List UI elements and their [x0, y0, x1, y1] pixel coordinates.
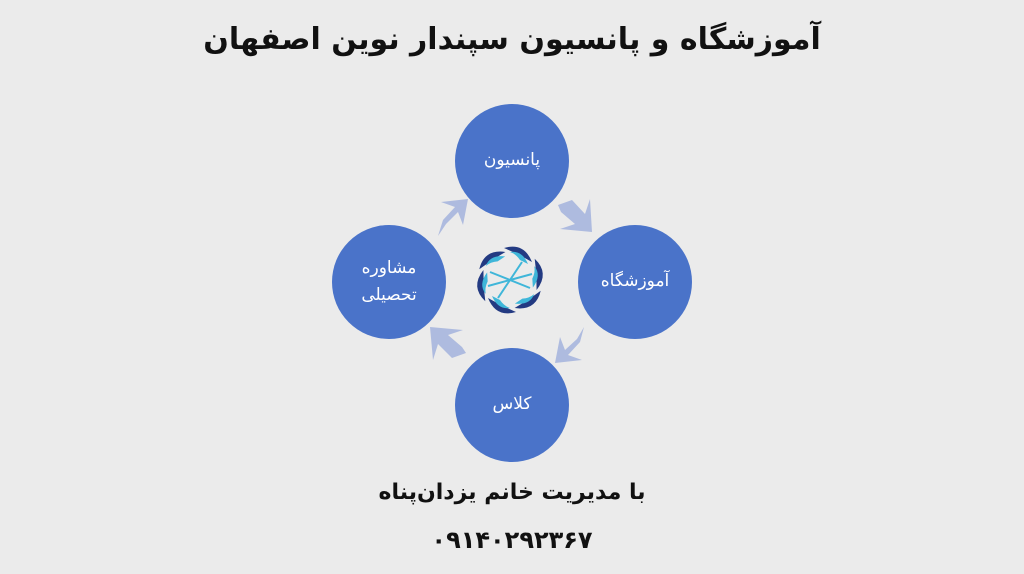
- node-counseling-label-line2: تحصیلی: [361, 285, 417, 305]
- node-institute: آموزشگاه: [578, 225, 692, 339]
- arrow-bottom-left: [430, 327, 466, 360]
- node-counseling: مشاوره تحصیلی: [332, 225, 446, 339]
- arrow-top-right: [558, 199, 592, 232]
- phone-number: ۰۹۱۴۰۲۹۲۳۶۷: [431, 526, 593, 554]
- page-title: آموزشگاه و پانسیون سپندار نوین اصفهان: [203, 22, 821, 57]
- arrow-right-bottom: [555, 327, 584, 363]
- manager-caption: با مدیریت خانم یزدان‌پناه: [378, 480, 646, 505]
- node-class-label: کلاس: [492, 394, 532, 415]
- node-pension: پانسیون: [455, 104, 569, 218]
- node-pension-label: پانسیون: [483, 150, 541, 171]
- node-class: کلاس: [455, 348, 569, 462]
- node-counseling-label-line1: مشاوره: [361, 257, 417, 278]
- cycle-arrow-icon: [430, 199, 592, 363]
- arrow-left-top: [438, 199, 468, 236]
- star-logo-icon: [477, 246, 543, 314]
- node-institute-label: آموزشگاه: [600, 271, 670, 292]
